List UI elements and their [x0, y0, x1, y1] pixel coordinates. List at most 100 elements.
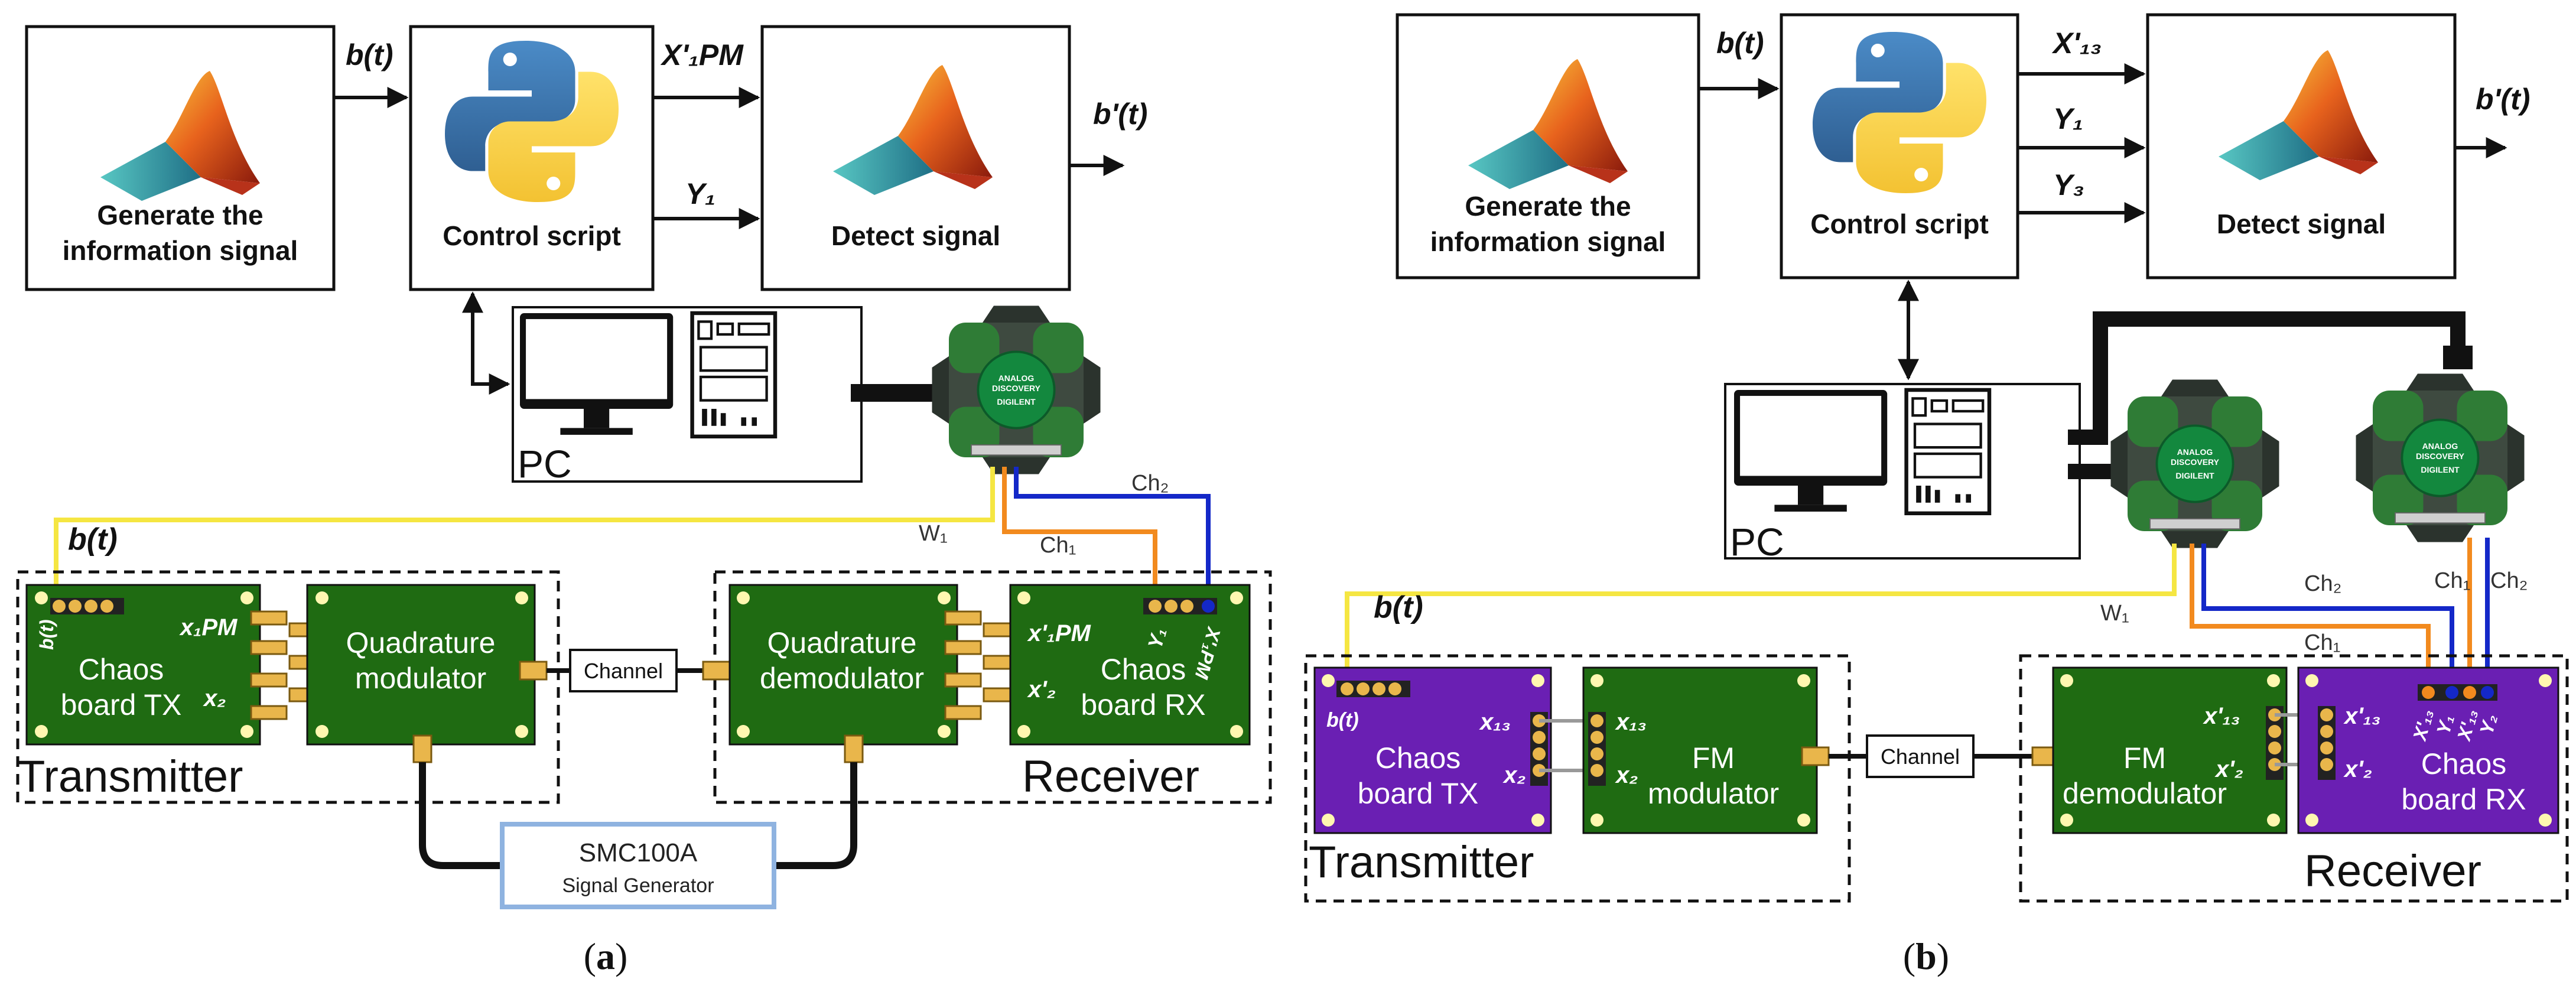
demod-line2: demodulator [2063, 777, 2227, 810]
channel-label-b: Channel [1881, 744, 1960, 769]
generator-sub: Signal Generator [562, 874, 714, 897]
tx-board-line2: board TX [61, 688, 182, 721]
signal-y3-label: Y₃ [2053, 168, 2084, 201]
transmitter-label: Transmitter [1309, 837, 1534, 887]
quadrature-modulator: Quadrature modulator [306, 584, 536, 746]
mod-line1: FM [1692, 741, 1735, 775]
tx-bt-pin-label: b(t) [1326, 709, 1359, 731]
channel-box-a [569, 649, 678, 692]
tx-board-line1: Chaos [79, 653, 164, 686]
chaos-board-tx-a: b(t) x₁PM x₂ Chaos board TX [25, 584, 261, 746]
fm-demodulator: x'₁₃ x'₂ FM demodulator [2052, 666, 2288, 834]
signal-bprime-label: b'(t) [2476, 83, 2530, 116]
chaos-board-rx-b: x'₁₃ x'₂ X'₁₃ Y₁ X'₁₃ Y₂ Chaos board RX [2297, 666, 2559, 834]
mod-line2: modulator [355, 662, 486, 695]
tx-x1pm-label: x₁PM [179, 614, 238, 640]
device-brand-1: ANALOG [2177, 447, 2213, 457]
tx-board-line2: board TX [1358, 777, 1479, 810]
generate-label-line2: information signal [63, 235, 298, 266]
analog-discovery-b1: ANALOG DISCOVERY DIGILENT [2109, 378, 2281, 549]
device-brand-1: ANALOG [2422, 441, 2458, 451]
channel-box-b [1866, 734, 1975, 778]
device-brand-2: DISCOVERY [2171, 457, 2220, 467]
demod-line1: FM [2123, 741, 2166, 775]
signal-y1-label: Y₁ [685, 177, 715, 210]
rx-x13-label: x'₁₃ [2343, 703, 2380, 729]
mod-x13-label: x₁₃ [1615, 709, 1647, 735]
quadrature-demodulator: Quadrature demodulator [728, 584, 958, 746]
device-maker: DIGILENT [2421, 465, 2460, 474]
ch1-right-label: Ch₁ [2434, 568, 2470, 593]
tx-x2-label: x₂ [203, 685, 226, 711]
mod-x2-label: x₂ [1615, 762, 1638, 788]
receiver-frame [2019, 654, 2569, 903]
tx-x13-label: x₁₃ [1479, 709, 1511, 735]
wire-ch1-left [2190, 544, 2431, 691]
detect-box-a: Detect signal [760, 25, 1071, 291]
detect-label: Detect signal [2217, 209, 2386, 239]
mod-line1: Quadrature [346, 626, 496, 659]
control-box-b: Control script [1780, 13, 2019, 279]
ch1-left-label: Ch₁ [2304, 630, 2340, 655]
signal-x13-label: X'₁₃ [2051, 27, 2102, 60]
demod-line1: Quadrature [767, 626, 917, 659]
detect-label: Detect signal [831, 220, 1000, 251]
rx-x2-label: x'₂ [2343, 756, 2372, 782]
chaos-board-tx-b: b(t) x₁₃ x₂ Chaos board TX [1313, 666, 1552, 834]
generate-box-b: Generate the information signal [1396, 13, 1700, 279]
rx-x2-label: x'₂ [1027, 676, 1056, 702]
generate-box-a: Generate the information signal [25, 25, 336, 291]
control-label: Control script [1810, 209, 1989, 239]
rx-x1pm-label: x'₁PM [1027, 620, 1092, 646]
detect-box-b: Detect signal [2146, 13, 2457, 279]
analog-discovery-a: ANALOG DISCOVERY DIGILENT [931, 304, 1102, 476]
receiver-label: Receiver [2304, 846, 2481, 896]
pc-b: PC [1724, 383, 2081, 564]
tx-x2-label: x₂ [1502, 762, 1526, 788]
receiver-label: Receiver [1022, 752, 1199, 802]
fm-modulator: x₁₃ x₂ FM modulator [1582, 666, 1818, 834]
transmitter-label: Transmitter [18, 752, 243, 802]
w1-label: W₁ [2100, 601, 2129, 626]
demod-x2-label: x'₂ [2214, 756, 2243, 782]
demod-x13-label: x'₁₃ [2203, 703, 2240, 729]
wire-ch1 [1002, 467, 1157, 606]
mod-line2: modulator [1648, 777, 1779, 810]
signal-bt-label: b(t) [346, 38, 393, 71]
control-label: Control script [443, 220, 621, 251]
tx-board-line1: Chaos [1375, 741, 1461, 775]
ch2-label: Ch₂ [1131, 471, 1169, 496]
rx-board-line1: Chaos [2421, 747, 2507, 780]
caption-b: (b) [1903, 935, 1949, 977]
pc-label: PC [1730, 520, 1784, 564]
generate-label-line1: Generate the [97, 200, 263, 230]
pc-a: PC [512, 306, 863, 486]
w1-label: W₁ [919, 521, 948, 546]
transmitter-frame [16, 570, 560, 804]
generate-label-line1: Generate the [1465, 191, 1631, 222]
tx-bt-pin-label: b(t) [36, 619, 57, 650]
generator-name: SMC100A [579, 838, 698, 867]
wire-w1 [1345, 544, 2177, 685]
device-maker: DIGILENT [2175, 471, 2214, 480]
panel-a: Generate the information signal Control … [16, 25, 1272, 977]
transmitter-frame [1304, 654, 1851, 903]
device-brand-2: DISCOVERY [2416, 451, 2465, 461]
bt-wire-label: b(t) [68, 522, 118, 557]
signal-y1-label: Y₁ [2053, 102, 2083, 135]
device-brand-1: ANALOG [998, 373, 1035, 383]
rx-board-line2: board RX [2401, 783, 2526, 816]
bt-wire-label: b(t) [1374, 590, 1423, 625]
ch1-label: Ch₁ [1040, 533, 1076, 558]
caption-a: (a) [584, 935, 628, 977]
control-box-a: Control script [409, 25, 655, 291]
chaos-board-rx-a: x'₁PM x'₂ Y₁ X'₁PM Chaos board RX [1009, 584, 1251, 746]
signal-bprime-label: b'(t) [1093, 97, 1147, 131]
ch2-right-label: Ch₂ [2490, 568, 2528, 593]
wire-ch2-left [2201, 544, 2454, 691]
pc-label: PC [518, 442, 572, 486]
ch2-left-label: Ch₂ [2304, 571, 2341, 596]
signal-bt-label: b(t) [1716, 27, 1764, 60]
demod-line2: demodulator [760, 662, 924, 695]
